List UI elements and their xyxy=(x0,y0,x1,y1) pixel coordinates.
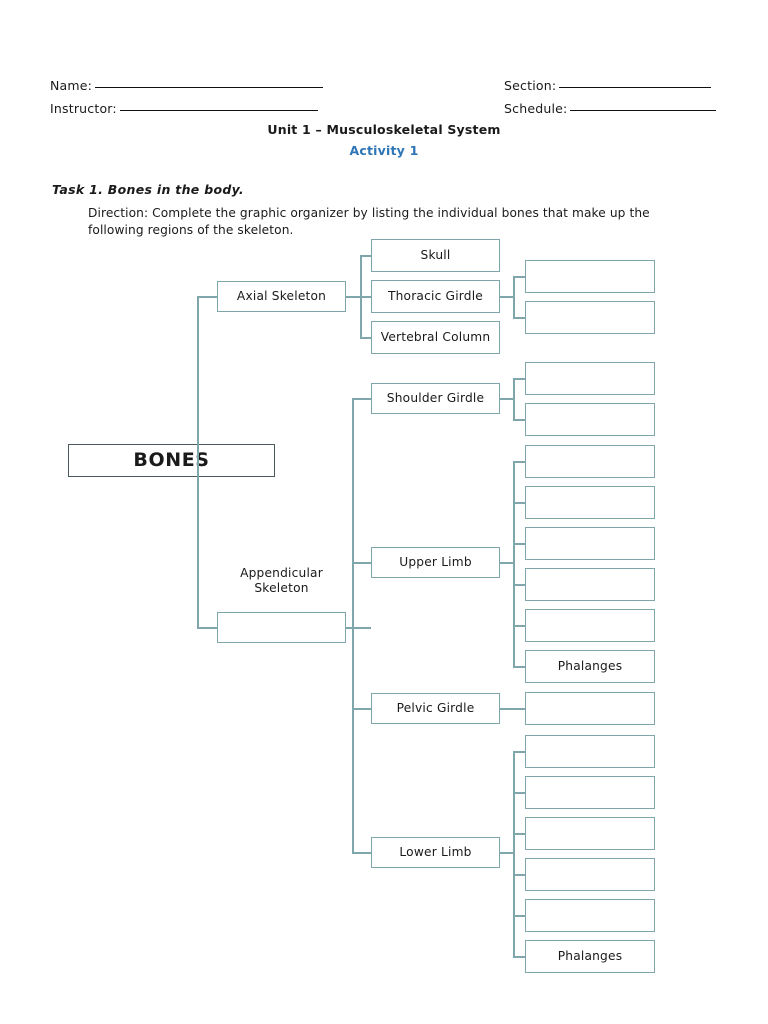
node-axial-skeleton: Axial Skeleton xyxy=(217,281,346,312)
connector-thoracic-to-blank-2 xyxy=(513,317,525,319)
task-heading: Task 1. Bones in the body. xyxy=(52,182,244,197)
blank-box-shoulder-1[interactable] xyxy=(525,362,655,395)
section-label: Section: xyxy=(504,78,557,93)
instructor-label: Instructor: xyxy=(50,101,117,116)
connector-thoracic-stem xyxy=(500,296,514,298)
node-thoracic-girdle-label: Thoracic Girdle xyxy=(387,289,483,304)
node-pelvic-girdle: Pelvic Girdle xyxy=(371,693,500,724)
direction-text: Direction: Complete the graphic organize… xyxy=(88,206,650,238)
name-input-line[interactable] xyxy=(95,87,324,88)
connector-appendicular-to-pelvic xyxy=(352,708,371,710)
connector-shoulder-stem xyxy=(500,398,514,400)
node-thoracic-girdle: Thoracic Girdle xyxy=(371,280,500,313)
connector-appendicular-stem xyxy=(346,627,371,629)
schedule-field-row: Schedule: xyxy=(504,101,717,116)
instructor-field-row: Instructor: xyxy=(50,101,318,116)
node-bones-label: BONES xyxy=(133,449,210,472)
connector-axial-to-vertebral xyxy=(360,337,371,339)
connector-pelvic-to-blank-1 xyxy=(500,708,525,710)
connector-upper-limb-to-blank-1 xyxy=(513,461,525,463)
blank-box-thoracic-2[interactable] xyxy=(525,301,655,334)
node-axial-skeleton-label: Axial Skeleton xyxy=(236,289,327,304)
activity-title: Activity 1 xyxy=(349,143,419,158)
blank-box-upper-limb-1[interactable] xyxy=(525,445,655,478)
blank-box-lower-limb-3[interactable] xyxy=(525,817,655,850)
trunk-root-to-appendicular xyxy=(197,627,218,629)
node-upper-limb-phalanges: Phalanges xyxy=(525,650,655,683)
connector-axial-stem xyxy=(346,296,371,298)
connector-lower-limb-to-blank-3 xyxy=(513,833,525,835)
connector-appendicular-spine xyxy=(352,398,354,853)
connector-upper-limb-to-blank-3 xyxy=(513,543,525,545)
connector-thoracic-to-blank-1 xyxy=(513,276,525,278)
node-skull: Skull xyxy=(371,239,500,272)
node-lower-limb-phalanges: Phalanges xyxy=(525,940,655,973)
blank-box-pelvic-1[interactable] xyxy=(525,692,655,725)
blank-box-shoulder-2[interactable] xyxy=(525,403,655,436)
blank-box-lower-limb-4[interactable] xyxy=(525,858,655,891)
node-skull-label: Skull xyxy=(420,248,451,263)
schedule-input-line[interactable] xyxy=(570,110,717,111)
node-bones: BONES xyxy=(68,444,275,477)
node-vertebral-column: Vertebral Column xyxy=(371,321,500,354)
section-input-line[interactable] xyxy=(559,87,712,88)
blank-box-upper-limb-4[interactable] xyxy=(525,568,655,601)
connector-appendicular-to-shoulder xyxy=(352,398,371,400)
schedule-label: Schedule: xyxy=(504,101,568,116)
node-shoulder-girdle-label: Shoulder Girdle xyxy=(386,391,485,406)
blank-box-thoracic-1[interactable] xyxy=(525,260,655,293)
trunk-root-to-axial xyxy=(197,296,218,298)
node-lower-limb-phalanges-label: Phalanges xyxy=(557,949,623,964)
connector-upper-limb-spine xyxy=(513,461,515,667)
blank-box-lower-limb-2[interactable] xyxy=(525,776,655,809)
connector-lower-limb-to-blank-2 xyxy=(513,792,525,794)
node-vertebral-column-label: Vertebral Column xyxy=(380,330,491,345)
instructor-input-line[interactable] xyxy=(119,110,318,111)
connector-upper-limb-stem xyxy=(500,562,514,564)
blank-box-upper-limb-5[interactable] xyxy=(525,609,655,642)
name-label: Name: xyxy=(50,78,93,93)
connector-appendicular-to-lower-limb xyxy=(352,852,371,854)
blank-box-lower-limb-5[interactable] xyxy=(525,899,655,932)
blank-box-upper-limb-2[interactable] xyxy=(525,486,655,519)
node-lower-limb-label: Lower Limb xyxy=(399,845,472,860)
node-lower-limb: Lower Limb xyxy=(371,837,500,868)
connector-upper-limb-to-blank-2 xyxy=(513,502,525,504)
node-shoulder-girdle: Shoulder Girdle xyxy=(371,383,500,414)
connector-appendicular-to-upper-limb xyxy=(352,562,371,564)
connector-lower-limb-to-blank-6 xyxy=(513,956,525,958)
node-upper-limb-phalanges-label: Phalanges xyxy=(557,659,623,674)
connector-shoulder-to-blank-2 xyxy=(513,419,525,421)
connector-lower-limb-spine xyxy=(513,751,515,957)
connector-shoulder-spine xyxy=(513,378,515,420)
connector-upper-limb-to-blank-5 xyxy=(513,625,525,627)
connector-thoracic-spine xyxy=(513,276,515,318)
connector-upper-limb-to-blank-4 xyxy=(513,584,525,586)
connector-lower-limb-to-blank-5 xyxy=(513,915,525,917)
node-pelvic-girdle-label: Pelvic Girdle xyxy=(396,701,475,716)
section-field-row: Section: xyxy=(504,78,712,93)
node-appendicular-skeleton-box[interactable] xyxy=(217,612,346,643)
unit-title: Unit 1 – Musculoskeletal System xyxy=(267,122,501,137)
connector-axial-to-skull xyxy=(360,255,371,257)
blank-box-lower-limb-1[interactable] xyxy=(525,735,655,768)
name-field-row: Name: xyxy=(50,78,324,93)
connector-lower-limb-to-blank-1 xyxy=(513,751,525,753)
trunk-root-vertical xyxy=(197,296,199,628)
connector-shoulder-to-blank-1 xyxy=(513,378,525,380)
node-upper-limb: Upper Limb xyxy=(371,547,500,578)
node-upper-limb-label: Upper Limb xyxy=(399,555,472,570)
connector-axial-spine xyxy=(360,255,362,338)
blank-box-upper-limb-3[interactable] xyxy=(525,527,655,560)
connector-lower-limb-stem xyxy=(500,852,514,854)
connector-upper-limb-to-blank-6 xyxy=(513,666,525,668)
connector-lower-limb-to-blank-4 xyxy=(513,874,525,876)
